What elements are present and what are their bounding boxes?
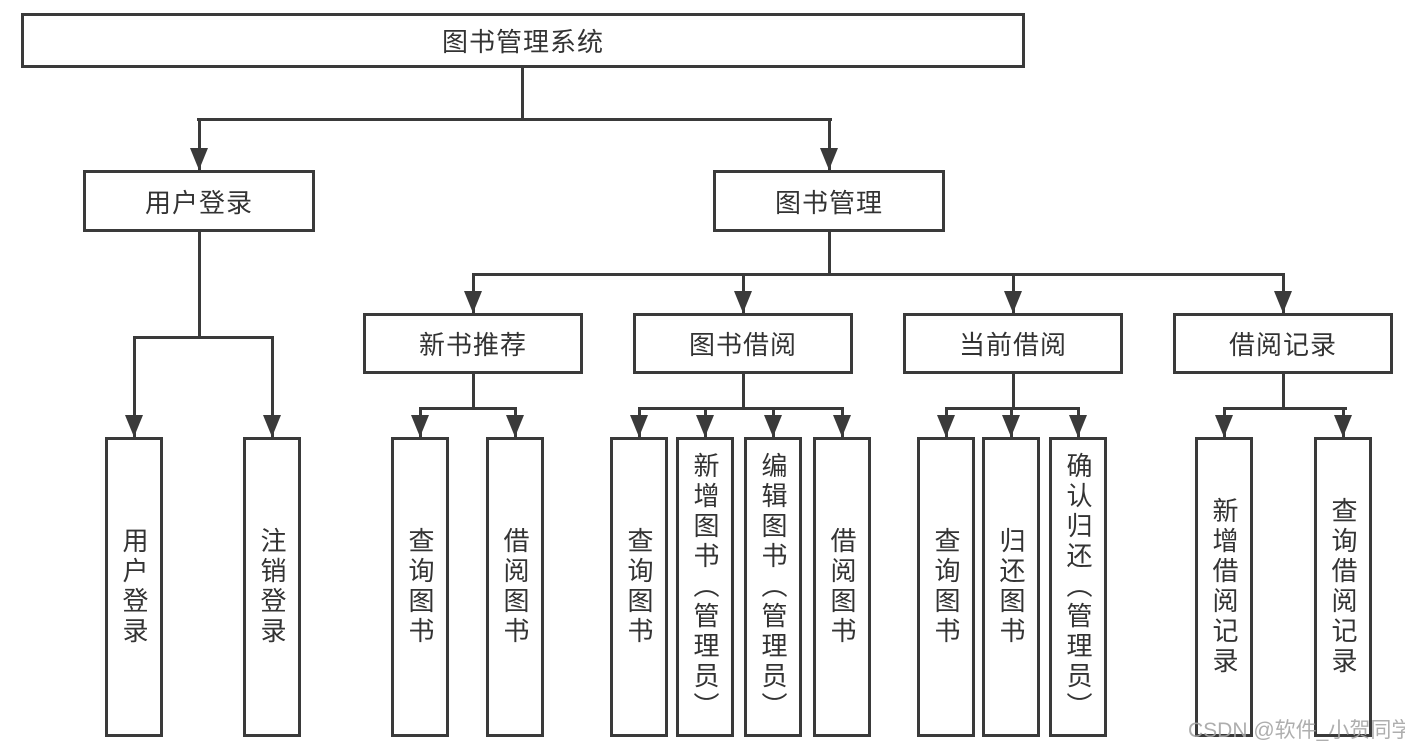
arrow-down-icon [937,415,955,437]
node-label: 图书管理 [774,187,883,218]
leaf-label: 查询图书 [931,527,961,647]
leaf-label: 查询图书 [624,527,654,647]
arrow-down-icon [464,291,482,313]
node-label: 借阅记录 [1228,330,1337,360]
connector-line [742,374,745,410]
arrow-down-icon [1002,415,1020,437]
arrow-down-icon [1274,291,1292,313]
arrow-down-icon [125,415,143,437]
leaf-query-books-borrow: 查询图书 [610,437,668,737]
leaf-label: 借阅图书 [500,527,530,647]
leaf-label: 确认归还（管理员） [1063,452,1093,722]
leaf-borrow-books: 借阅图书 [813,437,871,737]
leaf-label: 查询图书 [405,527,435,647]
leaf-query-books-recommend: 查询图书 [391,437,449,737]
connector-line [1282,374,1285,410]
leaf-label: 借阅图书 [827,527,857,647]
connector-line [133,336,136,437]
arrow-down-icon [506,415,524,437]
leaf-label: 归还图书 [996,527,1026,647]
csdn-watermark: CSDN @软件_小贺同学 [1188,719,1405,742]
leaf-label: 用户登录 [119,527,149,647]
leaf-label: 注销登录 [257,527,287,647]
arrow-down-icon [263,415,281,437]
node-label: 用户登录 [144,187,253,218]
arrow-down-icon [833,415,851,437]
connector-line [419,407,517,410]
leaf-label: 新增图书（管理员） [690,452,720,722]
node-book-borrowing: 图书借阅 [633,313,853,374]
arrow-down-icon [1069,415,1087,437]
arrow-down-icon [696,415,714,437]
leaf-label: 编辑图书（管理员） [758,452,788,722]
arrow-down-icon [820,148,838,170]
connector-line [521,68,524,121]
connector-line [133,336,274,339]
arrow-down-icon [1004,291,1022,313]
connector-line [198,118,201,170]
node-root-library-system: 图书管理系统 [21,13,1025,68]
node-book-management: 图书管理 [713,170,945,232]
node-user-login: 用户登录 [83,170,315,232]
leaf-label: 查询借阅记录 [1328,497,1358,677]
node-current-borrowing: 当前借阅 [903,313,1123,374]
node-new-book-recommend: 新书推荐 [363,313,583,374]
connector-line [472,273,1285,276]
node-label: 图书管理系统 [441,27,604,57]
leaf-label: 新增借阅记录 [1209,497,1239,677]
node-label: 图书借阅 [688,330,797,360]
leaf-borrow-books-recommend: 借阅图书 [486,437,544,737]
leaf-query-borrow-record: 查询借阅记录 [1314,437,1372,737]
leaf-query-books-current: 查询图书 [917,437,975,737]
leaf-add-borrow-record: 新增借阅记录 [1195,437,1253,737]
connector-line [828,232,831,276]
arrow-down-icon [734,291,752,313]
arrow-down-icon [411,415,429,437]
arrow-down-icon [630,415,648,437]
leaf-user-login: 用户登录 [105,437,163,737]
node-label: 当前借阅 [958,330,1067,360]
leaf-return-books: 归还图书 [982,437,1040,737]
leaf-add-books-admin: 新增图书（管理员） [676,437,734,737]
leaf-edit-books-admin: 编辑图书（管理员） [744,437,802,737]
arrow-down-icon [764,415,782,437]
leaf-logout: 注销登录 [243,437,301,737]
connector-line [828,118,831,170]
connector-line [1223,407,1347,410]
leaf-confirm-return-admin: 确认归还（管理员） [1049,437,1107,737]
connector-line [271,336,274,437]
arrow-down-icon [190,148,208,170]
node-borrow-records: 借阅记录 [1173,313,1393,374]
connector-line [198,232,201,339]
connector-line [638,407,844,410]
connector-line [197,118,832,121]
node-label: 新书推荐 [418,330,527,360]
arrow-down-icon [1215,415,1233,437]
connector-line [1012,374,1015,410]
connector-line [472,374,475,410]
arrow-down-icon [1334,415,1352,437]
